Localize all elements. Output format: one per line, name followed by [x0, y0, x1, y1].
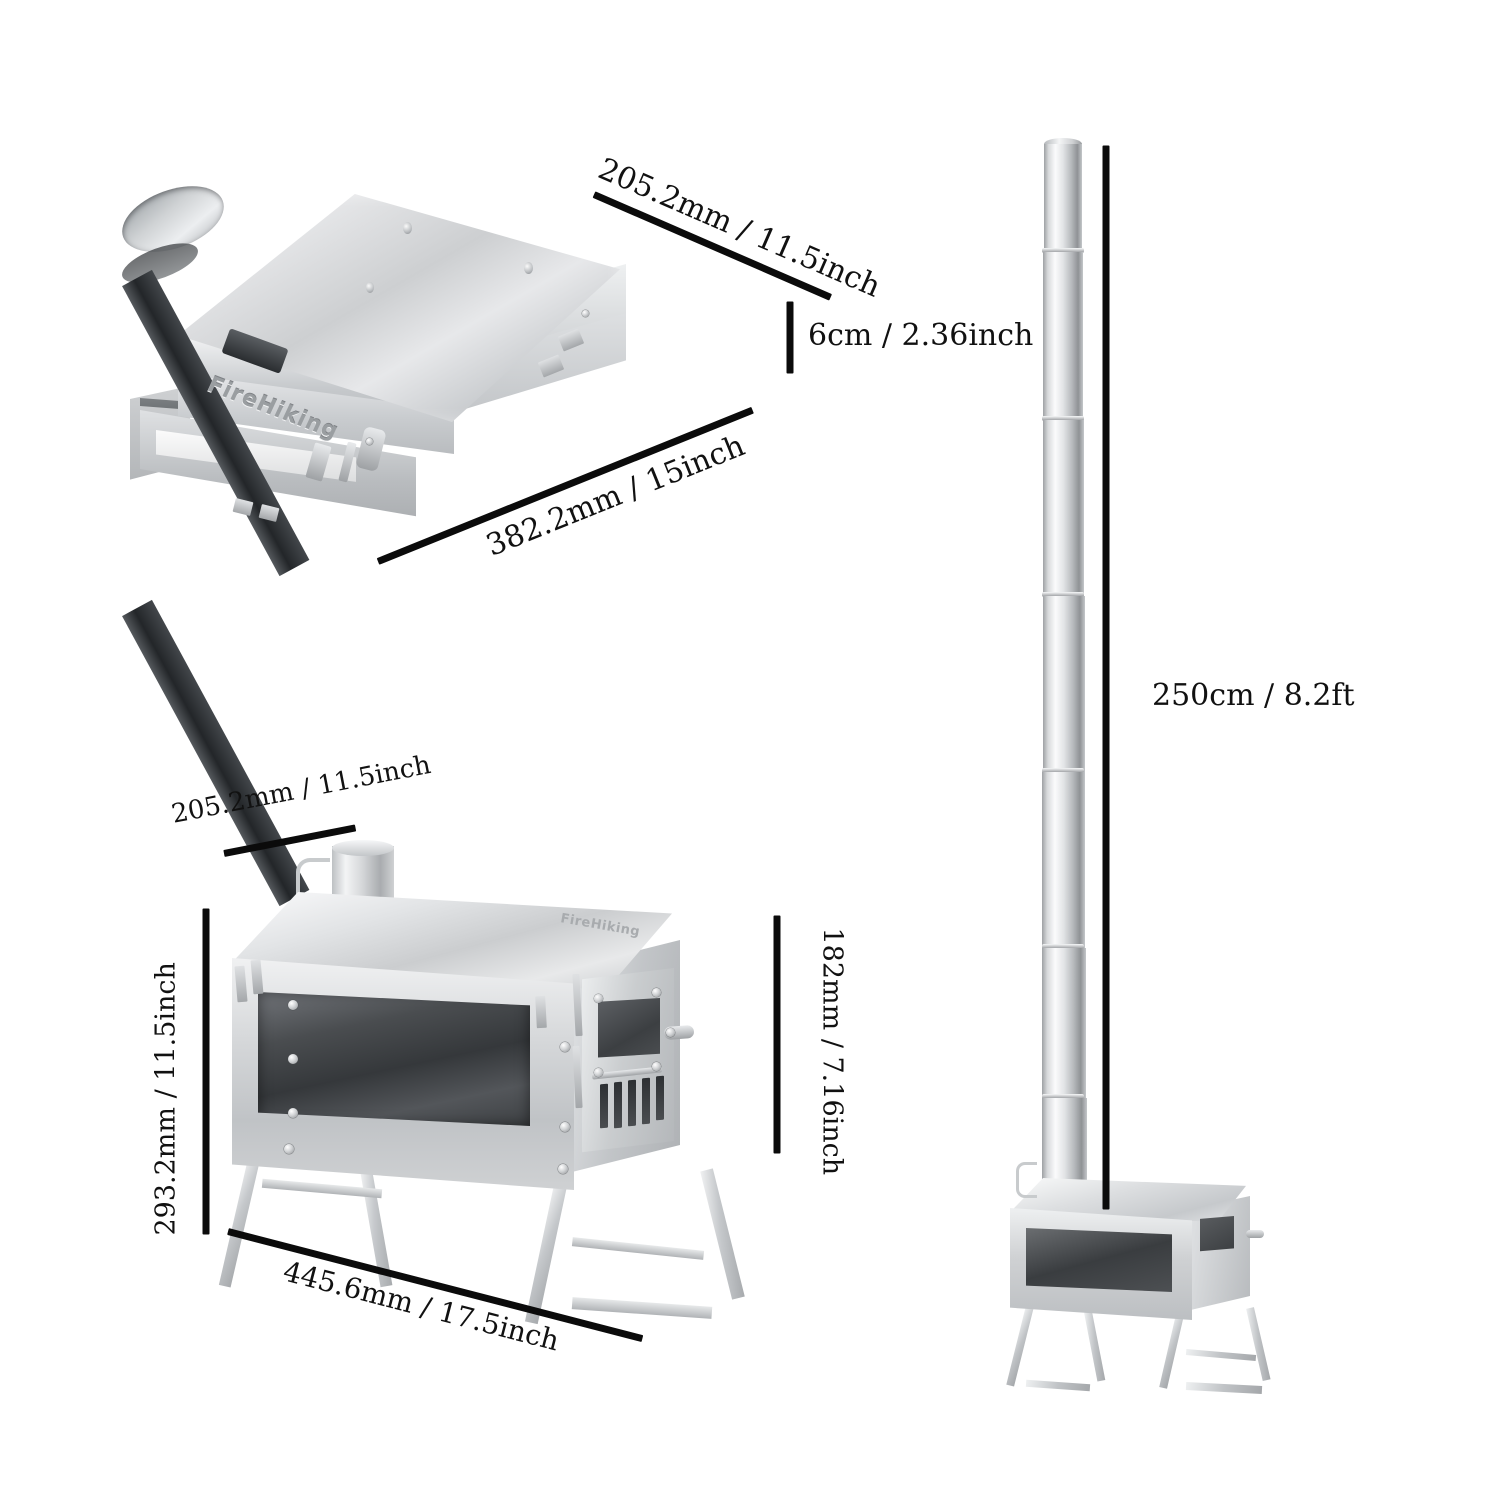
stove-corner-bracket-right [535, 995, 547, 1029]
case-rivet [403, 222, 412, 234]
dimension-line-packed-height [786, 301, 794, 374]
chimney-segment-7 [1042, 1098, 1087, 1194]
chimney-segment-1 [1044, 144, 1082, 252]
chimney-segment-6 [1042, 948, 1086, 1098]
dimension-line-stove-height [202, 908, 210, 1235]
dimension-label-packed-height: 6cm / 2.36inch [808, 318, 1034, 353]
stove-air-vent-slot [656, 1075, 664, 1121]
dimension-line-stove-body-height [773, 915, 781, 1154]
chimney-joint [1042, 944, 1084, 949]
stove-chimney-collar-rim [332, 840, 394, 856]
assembled-stove-illustration: FireHiking [200, 840, 800, 1340]
stove-front-glass-window [258, 992, 530, 1126]
stove-air-vent-slot [614, 1081, 622, 1129]
full-stove-door-handle [1246, 1230, 1264, 1238]
stove-screw [560, 1122, 570, 1132]
dimension-label-chimney-height: 250cm / 8.2ft [1152, 678, 1355, 713]
full-stove-leg-crossbar-right [1185, 1382, 1263, 1394]
dimension-line-chimney-height [1102, 145, 1110, 1210]
stove-side-door-glass [598, 998, 660, 1058]
stove-screw [652, 1062, 661, 1071]
case-screw [582, 310, 589, 317]
chimney-segment-5 [1042, 772, 1085, 948]
stove-screw [594, 1068, 603, 1077]
stove-air-vent-slot [642, 1077, 650, 1125]
stove-air-vent-slot [600, 1083, 608, 1129]
case-base-hinge [232, 498, 254, 516]
full-stove-leg-brace-right [1185, 1348, 1257, 1362]
stove-screw [560, 1042, 570, 1052]
chimney-segment-3 [1043, 420, 1084, 596]
stove-leg-crossbar-right [571, 1297, 713, 1319]
full-stove-leg-back-right [1246, 1307, 1271, 1382]
stove-leg-brace-right [571, 1237, 705, 1260]
dimension-label-stove-body-height: 182mm / 7.16inch [816, 927, 848, 1176]
full-stove-leg-crossbar-left [1025, 1379, 1091, 1392]
full-stove-damper-handle [1016, 1162, 1037, 1198]
full-assembly-illustration [1000, 130, 1340, 1394]
full-stove-side-door-glass [1200, 1216, 1234, 1252]
stove-screw [284, 1144, 294, 1154]
stove-screw [288, 1108, 298, 1118]
case-rivet [524, 262, 533, 274]
full-stove-leg-front-left [1006, 1305, 1034, 1387]
chimney-joint [1042, 1094, 1084, 1099]
stove-door-handle-screw [666, 1028, 675, 1037]
case-rivet [366, 282, 374, 293]
chimney-joint [1042, 768, 1084, 773]
full-stove-leg-back-left [1084, 1311, 1106, 1382]
stove-leg-back-right [700, 1168, 745, 1300]
stove-air-vent-slot [628, 1079, 636, 1127]
stove-leg-front-right [524, 1174, 569, 1325]
chimney-segment-4 [1043, 596, 1085, 772]
packed-case-illustration: FireHiking [113, 173, 820, 907]
full-stove-front-glass-window [1026, 1228, 1172, 1292]
stove-screw [288, 1000, 298, 1010]
stove-screw [558, 1164, 568, 1174]
chimney-joint [1042, 416, 1084, 421]
stove-screw [652, 988, 661, 997]
chimney-joint [1042, 248, 1084, 253]
chimney-segment-2 [1043, 252, 1083, 420]
stove-screw [288, 1054, 298, 1064]
dimension-label-stove-height: 293.2mm / 11.5inch [150, 962, 182, 1236]
chimney-joint [1042, 592, 1084, 597]
case-latch-screw [366, 438, 373, 445]
stove-screw [594, 994, 603, 1003]
